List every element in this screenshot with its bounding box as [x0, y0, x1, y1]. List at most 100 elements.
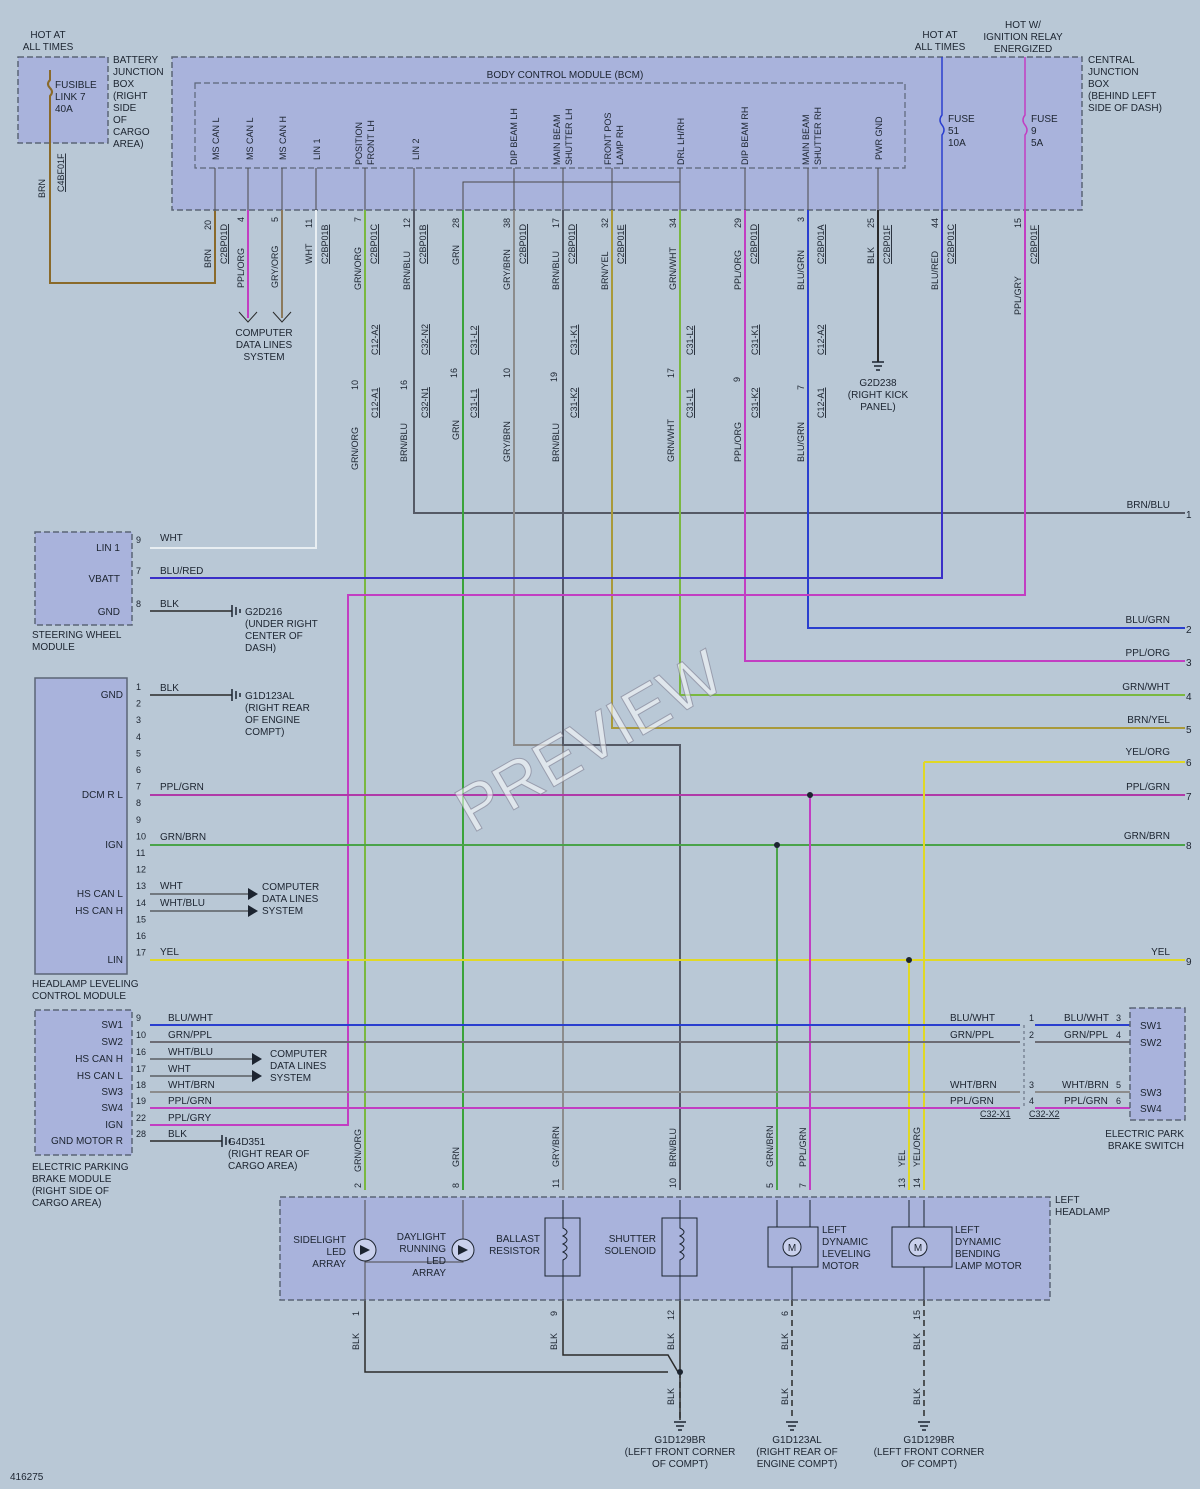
- hlcm-pin-number: 9: [136, 815, 141, 825]
- svg-text:C2BP01D: C2BP01D: [219, 223, 229, 264]
- svg-text:GRN/WHT: GRN/WHT: [668, 247, 678, 290]
- svg-text:GRY/ORG: GRY/ORG: [270, 246, 280, 288]
- svg-text:C32-X1: C32-X1: [980, 1109, 1011, 1119]
- svg-text:PPL/GRN: PPL/GRN: [1126, 782, 1170, 793]
- svg-text:CENTER OF: CENTER OF: [245, 631, 303, 642]
- svg-text:16: 16: [399, 380, 409, 390]
- svg-text:POSITION: POSITION: [354, 122, 364, 165]
- park-switch-title: ELECTRIC PARK BRAKE SWITCH: [1105, 1129, 1184, 1152]
- svg-text:10: 10: [136, 1030, 146, 1040]
- svg-text:FUSIBLE: FUSIBLE: [55, 80, 97, 91]
- svg-text:LAMP RH: LAMP RH: [615, 125, 625, 165]
- svg-text:GRN/PPL: GRN/PPL: [168, 1030, 212, 1041]
- svg-text:DATA LINES: DATA LINES: [236, 340, 293, 351]
- svg-text:ARRAY: ARRAY: [312, 1259, 346, 1270]
- svg-text:14: 14: [912, 1178, 922, 1188]
- c4bf01f-label: C4BF01F: [56, 153, 66, 192]
- svg-text:LIN 2: LIN 2: [411, 138, 421, 160]
- svg-text:AREA): AREA): [113, 139, 144, 150]
- svg-text:YEL: YEL: [1151, 947, 1170, 958]
- hot-label-left: HOT AT ALL TIMES: [23, 30, 74, 53]
- svg-text:C2BP01E: C2BP01E: [616, 224, 626, 264]
- svg-text:40A: 40A: [55, 104, 73, 115]
- svg-text:WHT/BRN: WHT/BRN: [168, 1080, 215, 1091]
- bcm-wire-colors: BRN PPL/ORG GRY/ORG WHT GRN/ORG BRN/BLU …: [203, 243, 1023, 315]
- svg-text:5: 5: [1116, 1080, 1121, 1090]
- hlcm-pin-names: GND DCM R L IGN HS CAN L HS CAN H LIN: [75, 690, 123, 966]
- svg-text:YEL/ORG: YEL/ORG: [1126, 747, 1171, 758]
- svg-text:BLK: BLK: [160, 683, 179, 694]
- svg-text:DIP BEAM LH: DIP BEAM LH: [509, 108, 519, 165]
- svg-text:GRN/BRN: GRN/BRN: [1124, 831, 1170, 842]
- svg-text:9: 9: [549, 1311, 559, 1316]
- svg-text:(RIGHT KICK: (RIGHT KICK: [848, 390, 909, 401]
- hlcm-pin-number: 2: [136, 699, 141, 709]
- hlcm-pin-number: 7: [136, 782, 141, 792]
- svg-text:BRN/BLU: BRN/BLU: [399, 423, 409, 462]
- svg-text:ENGINE COMPT): ENGINE COMPT): [757, 1459, 838, 1470]
- svg-text:16: 16: [449, 368, 459, 378]
- svg-text:C2BP01B: C2BP01B: [418, 224, 428, 264]
- svg-text:DIP BEAM RH: DIP BEAM RH: [740, 107, 750, 165]
- svg-text:BRN/YEL: BRN/YEL: [1127, 715, 1170, 726]
- svg-text:38: 38: [502, 218, 512, 228]
- svg-text:10: 10: [502, 368, 512, 378]
- svg-text:C2BP01C: C2BP01C: [946, 223, 956, 264]
- svg-text:(LEFT FRONT CORNER: (LEFT FRONT CORNER: [874, 1447, 985, 1458]
- svg-text:C2BP01B: C2BP01B: [320, 224, 330, 264]
- svg-text:C2BP01C: C2BP01C: [369, 223, 379, 264]
- svg-text:9: 9: [732, 377, 742, 382]
- svg-text:C32-N2: C32-N2: [420, 324, 430, 355]
- svg-text:OF: OF: [113, 115, 127, 126]
- svg-text:3: 3: [1116, 1013, 1121, 1023]
- svg-text:BRAKE MODULE: BRAKE MODULE: [32, 1174, 112, 1185]
- svg-text:SHUTTER RH: SHUTTER RH: [813, 107, 823, 165]
- svg-text:SW1: SW1: [101, 1020, 123, 1031]
- svg-text:GRN/ORG: GRN/ORG: [350, 427, 360, 470]
- svg-text:4: 4: [1186, 692, 1192, 703]
- svg-text:SW3: SW3: [101, 1087, 123, 1098]
- motor-icon: M: [788, 1243, 796, 1254]
- park-switch-rows: BLU/WHT GRN/PPL WHT/BRN PPL/GRN 1 2 3 4 …: [950, 1013, 1162, 1119]
- svg-text:GRY/BRN: GRY/BRN: [502, 421, 512, 462]
- svg-text:18: 18: [136, 1080, 146, 1090]
- svg-text:20: 20: [203, 220, 213, 230]
- svg-text:BALLAST: BALLAST: [496, 1234, 540, 1245]
- svg-text:BLK: BLK: [866, 247, 876, 264]
- svg-text:GRY/BRN: GRY/BRN: [551, 1126, 561, 1167]
- svg-text:BLK: BLK: [549, 1333, 559, 1350]
- svg-text:GRN/PPL: GRN/PPL: [950, 1030, 994, 1041]
- daylight-running-led-array: DAYLIGHT RUNNING LED ARRAY: [365, 1200, 475, 1279]
- svg-text:BLK: BLK: [780, 1388, 790, 1405]
- ground-g2d216: G2D216 (UNDER RIGHT CENTER OF DASH): [231, 605, 318, 654]
- svg-text:12: 12: [402, 218, 412, 228]
- svg-text:9: 9: [1031, 126, 1037, 137]
- svg-text:HS CAN H: HS CAN H: [75, 906, 123, 917]
- svg-text:GRY/BRN: GRY/BRN: [502, 249, 512, 290]
- battery-junction-box: [17, 56, 109, 144]
- computer-data-lines-hlcm: COMPUTER DATA LINES SYSTEM: [248, 882, 319, 917]
- svg-text:WHT: WHT: [160, 533, 183, 544]
- wires: [150, 210, 1185, 1420]
- hlcm-pin-number: 5: [136, 748, 141, 758]
- svg-text:GND MOTOR R: GND MOTOR R: [51, 1136, 123, 1147]
- svg-text:DYNAMIC: DYNAMIC: [955, 1237, 1001, 1248]
- svg-text:(RIGHT: (RIGHT: [113, 91, 147, 102]
- svg-text:51: 51: [948, 126, 960, 137]
- svg-text:4: 4: [236, 217, 246, 222]
- svg-text:COMPUTER: COMPUTER: [270, 1049, 327, 1060]
- svg-text:G1D123AL: G1D123AL: [245, 691, 295, 702]
- svg-text:YEL/ORG: YEL/ORG: [912, 1127, 922, 1167]
- svg-text:VBATT: VBATT: [89, 574, 120, 585]
- bcm-internal-wires: [214, 168, 879, 210]
- svg-text:PPL/GRN: PPL/GRN: [1064, 1096, 1108, 1107]
- svg-text:1: 1: [1029, 1013, 1034, 1023]
- svg-text:HEADLAMP LEVELING: HEADLAMP LEVELING: [32, 979, 139, 990]
- svg-text:44: 44: [930, 218, 940, 228]
- svg-text:BLK: BLK: [912, 1388, 922, 1405]
- fuse-9-wire: [1022, 57, 1028, 210]
- hot-label-right: HOT AT ALL TIMES: [915, 30, 966, 53]
- svg-text:10: 10: [668, 1178, 678, 1188]
- svg-text:7: 7: [136, 566, 141, 576]
- svg-text:BENDING: BENDING: [955, 1249, 1001, 1260]
